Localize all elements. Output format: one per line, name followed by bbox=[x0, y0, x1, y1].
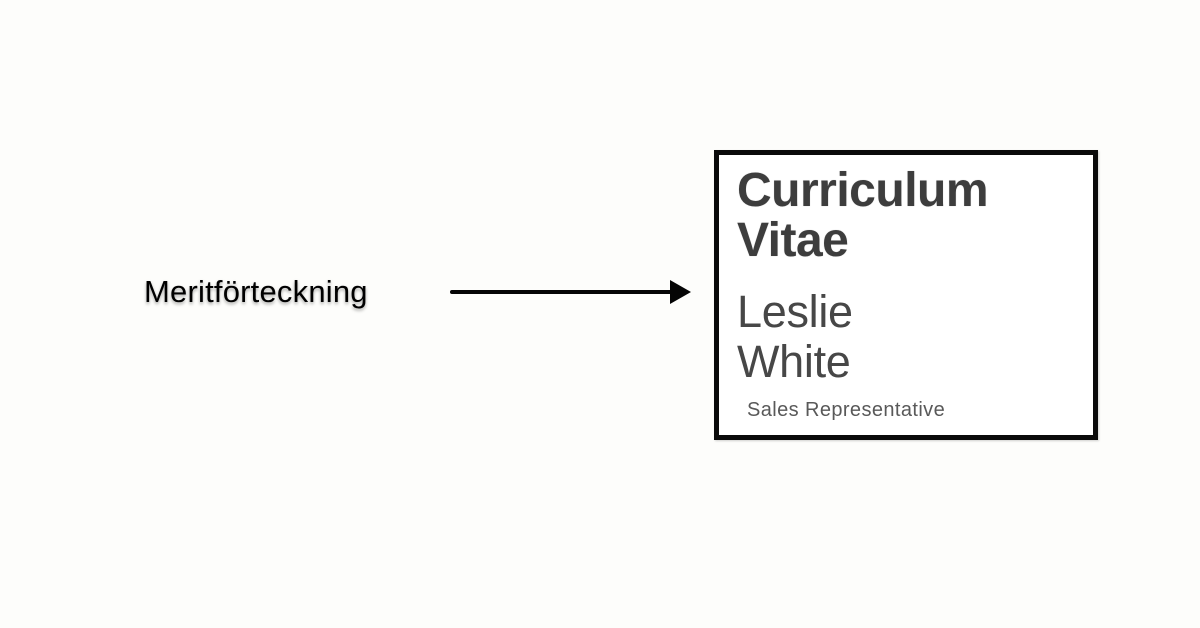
arrow-right-icon bbox=[450, 290, 674, 294]
cv-title: Curriculum Vitae bbox=[737, 164, 989, 267]
arrow-head-icon bbox=[670, 280, 691, 304]
cv-person-name: Leslie White bbox=[737, 285, 853, 388]
cv-card: Curriculum Vitae Leslie White Sales Repr… bbox=[714, 150, 1098, 440]
translation-label: Meritförteckning bbox=[144, 274, 368, 309]
cv-role: Sales Representative bbox=[747, 398, 946, 421]
